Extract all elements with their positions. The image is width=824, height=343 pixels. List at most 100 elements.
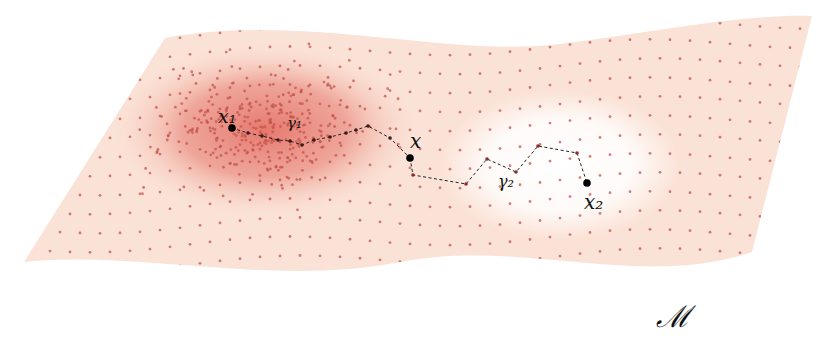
sample-point	[334, 117, 337, 120]
sample-point	[819, 66, 822, 69]
sample-point	[659, 133, 662, 136]
sample-point	[679, 57, 682, 60]
sample-point	[519, 69, 522, 72]
sample-point	[225, 51, 228, 54]
sample-point	[279, 26, 282, 29]
sample-point	[320, 124, 323, 127]
sample-point	[679, 95, 682, 98]
sample-point	[639, 133, 642, 136]
sample-point	[189, 15, 192, 18]
sample-point	[619, 58, 622, 61]
sample-point	[331, 114, 334, 117]
sample-point	[280, 151, 283, 154]
sample-point	[699, 58, 702, 61]
sample-point	[329, 46, 332, 49]
sample-point	[69, 23, 72, 26]
sample-point	[49, 22, 52, 25]
path-point	[536, 144, 540, 148]
sample-point	[307, 85, 310, 88]
sample-point	[339, 217, 342, 220]
sample-point	[509, 126, 512, 129]
path-label: γ₁	[287, 116, 302, 131]
sample-point	[439, 148, 442, 151]
sample-point	[809, 47, 812, 50]
sample-point	[307, 109, 310, 112]
sample-point	[609, 77, 612, 80]
sample-point	[139, 78, 142, 81]
sample-point	[69, 61, 72, 64]
sample-point	[202, 189, 205, 192]
sample-point	[174, 106, 177, 109]
sample-point	[389, 165, 392, 168]
sample-point	[119, 118, 122, 121]
sample-point	[649, 0, 652, 3]
sample-point	[209, 126, 212, 129]
sample-point	[315, 158, 318, 161]
sample-point	[149, 248, 152, 251]
sample-point	[729, 42, 732, 45]
sample-point	[265, 107, 268, 110]
sample-point	[259, 28, 262, 31]
sample-point	[809, 85, 812, 88]
sample-point	[309, 7, 312, 10]
sample-point	[322, 146, 325, 149]
sample-point	[179, 150, 182, 153]
sample-point	[249, 85, 252, 88]
sample-point	[609, 39, 612, 42]
sample-point	[709, 3, 712, 6]
sample-point	[209, 50, 212, 53]
sample-point	[579, 176, 582, 179]
sample-point	[179, 74, 182, 77]
sample-point	[252, 126, 255, 129]
sample-point	[216, 156, 219, 159]
sample-point	[355, 132, 358, 135]
sample-point	[349, 10, 352, 13]
sample-point	[619, 20, 622, 23]
sample-point	[529, 200, 532, 203]
sample-point	[649, 114, 652, 117]
sample-point	[689, 191, 692, 194]
sample-point	[267, 140, 270, 143]
sample-point	[79, 270, 82, 273]
sample-point	[249, 47, 252, 50]
sample-point	[240, 125, 243, 128]
sample-point	[139, 192, 142, 195]
sample-point	[729, 80, 732, 83]
sample-point	[809, 161, 812, 164]
sample-point	[709, 79, 712, 82]
sample-point	[559, 65, 562, 68]
sample-point	[167, 134, 170, 137]
sample-point	[759, 253, 762, 256]
sample-point	[609, 229, 612, 232]
sample-point	[286, 156, 289, 159]
sample-point	[569, 119, 572, 122]
sample-point	[539, 67, 542, 70]
sample-point	[759, 63, 762, 66]
sample-point	[599, 60, 602, 63]
sample-point	[359, 29, 362, 32]
sample-point	[699, 248, 702, 251]
sample-point	[319, 254, 322, 257]
sample-point	[819, 104, 822, 107]
sample-point	[529, 238, 532, 241]
sample-point	[269, 159, 272, 162]
sample-point	[649, 38, 652, 41]
sample-point	[659, 247, 662, 250]
sample-point	[206, 110, 209, 113]
sample-point	[379, 107, 382, 110]
sample-point	[302, 131, 305, 134]
sample-point	[169, 55, 172, 58]
sample-point	[319, 216, 322, 219]
sample-point	[559, 217, 562, 220]
sample-point	[409, 243, 412, 246]
sample-point	[397, 97, 400, 100]
sample-point	[129, 173, 132, 176]
sample-point	[211, 84, 214, 87]
sample-point	[229, 238, 232, 241]
sample-point	[39, 191, 42, 194]
sample-point	[779, 26, 782, 29]
sample-point	[639, 247, 642, 250]
sample-point	[189, 91, 192, 94]
sample-point	[213, 132, 216, 135]
sample-point	[307, 117, 310, 120]
